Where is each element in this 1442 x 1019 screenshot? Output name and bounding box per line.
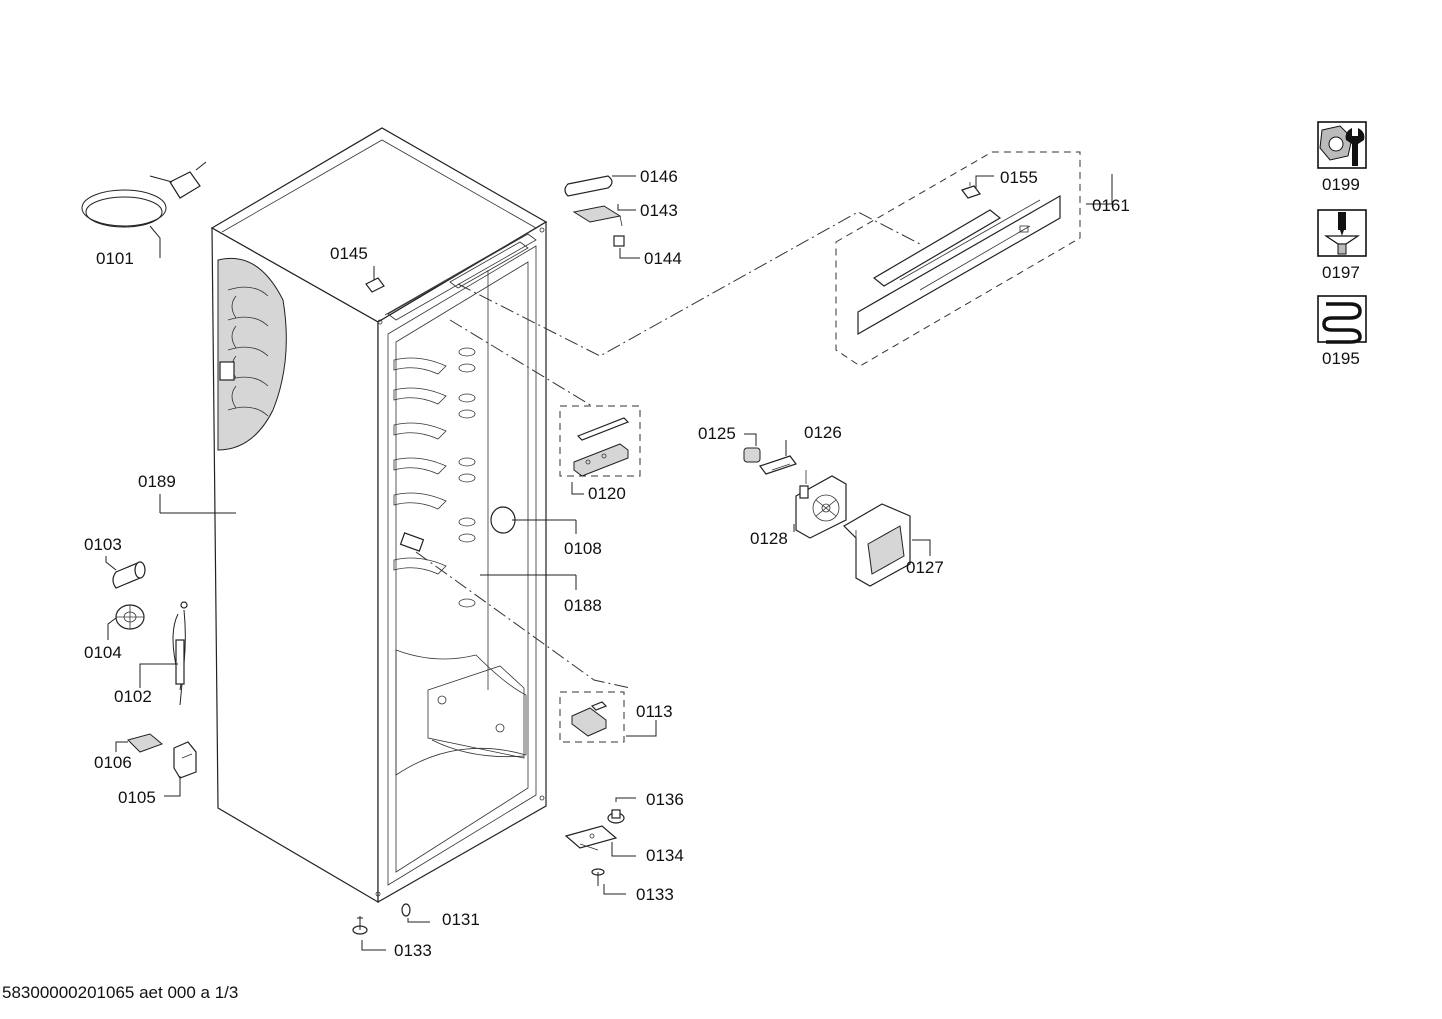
lamp-cover[interactable] xyxy=(490,506,516,534)
fridge-cabinet[interactable] xyxy=(210,127,548,904)
protector-clip[interactable] xyxy=(127,733,163,753)
part-label-0101[interactable]: 0101 xyxy=(96,249,134,268)
part-label-0143[interactable]: 0143 xyxy=(640,201,678,220)
service-icon-label-0197: 0197 xyxy=(1322,263,1360,282)
part-label-0136[interactable]: 0136 xyxy=(646,790,684,809)
part-label-0102[interactable]: 0102 xyxy=(114,687,152,706)
part-label-0128[interactable]: 0128 xyxy=(750,529,788,548)
fan-bracket[interactable] xyxy=(759,455,797,475)
part-label-0188[interactable]: 0188 xyxy=(564,596,602,615)
relay-wheel[interactable] xyxy=(115,604,145,630)
leveling-screw[interactable] xyxy=(352,916,368,935)
part-label-0106[interactable]: 0106 xyxy=(94,753,132,772)
part-label-0146[interactable]: 0146 xyxy=(640,167,678,186)
hinge-washer[interactable] xyxy=(607,809,625,824)
part-label-0125[interactable]: 0125 xyxy=(698,424,736,443)
hinge-screw-a[interactable] xyxy=(591,868,605,886)
thermostat-probe[interactable] xyxy=(172,601,188,706)
part-label-0145[interactable]: 0145 xyxy=(330,244,368,263)
service-icon-wrench[interactable]: 0199 xyxy=(1317,121,1367,194)
part-label-0133-bottom[interactable]: 0133 xyxy=(394,941,432,960)
door-switch[interactable] xyxy=(399,532,425,552)
part-label-0189[interactable]: 0189 xyxy=(138,472,176,491)
control-switch[interactable] xyxy=(961,182,981,199)
hinge-bushing[interactable] xyxy=(613,235,625,247)
sensor-module-group[interactable] xyxy=(559,691,625,743)
part-labels: 0101 0189 0103 0104 0102 0106 0105 0145 … xyxy=(84,167,1130,960)
control-panel-group[interactable] xyxy=(835,151,1081,367)
bottom-crisper-area xyxy=(395,649,527,776)
part-label-0126[interactable]: 0126 xyxy=(804,423,842,442)
part-label-0127[interactable]: 0127 xyxy=(906,558,944,577)
part-label-0113[interactable]: 0113 xyxy=(636,702,673,721)
power-cord[interactable] xyxy=(81,161,207,228)
part-label-0103[interactable]: 0103 xyxy=(84,535,122,554)
service-icon-heating-coil[interactable]: 0195 xyxy=(1317,295,1367,368)
part-label-0134[interactable]: 0134 xyxy=(646,846,684,865)
service-icon-label-0199: 0199 xyxy=(1322,175,1360,194)
fan-cover-small[interactable] xyxy=(743,447,761,463)
part-label-0105[interactable]: 0105 xyxy=(118,788,156,807)
part-label-0108[interactable]: 0108 xyxy=(564,539,602,558)
service-icon-screwdriver[interactable]: 0197 xyxy=(1317,209,1367,282)
light-unit-group[interactable] xyxy=(559,405,641,477)
bottom-hinge-bracket[interactable] xyxy=(564,825,618,851)
condenser-coil[interactable] xyxy=(217,257,287,451)
part-label-0104[interactable]: 0104 xyxy=(84,643,122,662)
evaporator-fan[interactable] xyxy=(795,470,847,539)
part-label-0144[interactable]: 0144 xyxy=(644,249,682,268)
part-label-0120[interactable]: 0120 xyxy=(588,484,626,503)
foot-cap[interactable] xyxy=(401,903,411,917)
part-label-0155[interactable]: 0155 xyxy=(1000,168,1038,187)
hinge-cover[interactable] xyxy=(564,175,613,197)
shelf-supports xyxy=(393,347,476,608)
part-label-0161[interactable]: 0161 xyxy=(1092,196,1130,215)
start-capacitor[interactable] xyxy=(112,561,146,589)
start-relay[interactable] xyxy=(173,741,197,779)
part-label-0133-right[interactable]: 0133 xyxy=(636,885,674,904)
part-label-0131[interactable]: 0131 xyxy=(442,910,480,929)
document-id: 58300000201065 aet 000 a 1/3 xyxy=(2,983,238,1002)
hinge-bracket[interactable] xyxy=(572,205,623,227)
service-icon-label-0195: 0195 xyxy=(1322,349,1360,368)
fan-housing[interactable] xyxy=(843,503,911,587)
